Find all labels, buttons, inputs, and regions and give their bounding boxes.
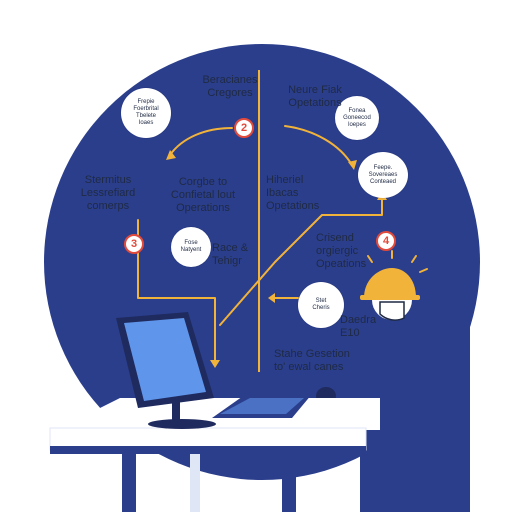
alert-ray bbox=[367, 255, 373, 263]
monitor-stand bbox=[172, 400, 180, 422]
arrowhead-down bbox=[210, 360, 220, 368]
arrowhead-lower bbox=[268, 293, 275, 303]
desk-leg-left bbox=[122, 454, 136, 512]
arrow-top-right bbox=[284, 125, 353, 166]
label-center-right: Hiheriel Ibacas Opetations bbox=[266, 174, 320, 212]
hard-hat-icon bbox=[364, 268, 416, 298]
arrowhead-top-left bbox=[166, 150, 176, 160]
worker-face bbox=[379, 301, 405, 321]
label-lower-right: Daedra E10 bbox=[340, 314, 377, 339]
arrow-right-step bbox=[219, 197, 383, 326]
bubble-top-right: Fonea Goneecod loepes bbox=[335, 96, 379, 140]
desk-edge bbox=[50, 446, 366, 454]
monitor-screen bbox=[124, 318, 206, 401]
arrow-left-loop bbox=[137, 219, 216, 363]
bubble-top-left: Frepie Foerbrital Tbelete Ioaes bbox=[121, 88, 171, 138]
label-center-lower: Race & Tehigr bbox=[212, 242, 249, 267]
bubble-lower: Stet Cheris bbox=[298, 282, 344, 328]
desk-leg-right bbox=[282, 454, 296, 512]
label-center-mid: Corgbe to Confietal lout Operations bbox=[170, 176, 236, 214]
label-right-mid: Crisend orgiergic Opeations bbox=[316, 232, 367, 270]
bubble-right: Feepe. Sovereaes Conteaed bbox=[358, 152, 408, 198]
hard-hat-brim bbox=[360, 295, 420, 300]
desk-leg-mid bbox=[190, 454, 200, 512]
step-badge-3: 3 bbox=[124, 234, 144, 254]
bubble-center: Fose Natyent bbox=[171, 227, 211, 267]
step-badge-2: 2 bbox=[234, 118, 254, 138]
label-top-center: Beracianes Cregores bbox=[202, 74, 258, 99]
keyboard-keys bbox=[220, 398, 304, 414]
arrow-top-left bbox=[169, 127, 233, 156]
monitor-base bbox=[148, 419, 216, 429]
step-badge-4: 4 bbox=[376, 231, 396, 251]
label-bottom: Stahe Gesetion to' ewal canes bbox=[274, 348, 350, 373]
label-left-mid: Stermitus Lessrefiard comerps bbox=[80, 174, 136, 212]
arrowhead-top-right bbox=[348, 160, 357, 170]
label-top-right: Neure Fiak Opetations bbox=[288, 84, 342, 109]
